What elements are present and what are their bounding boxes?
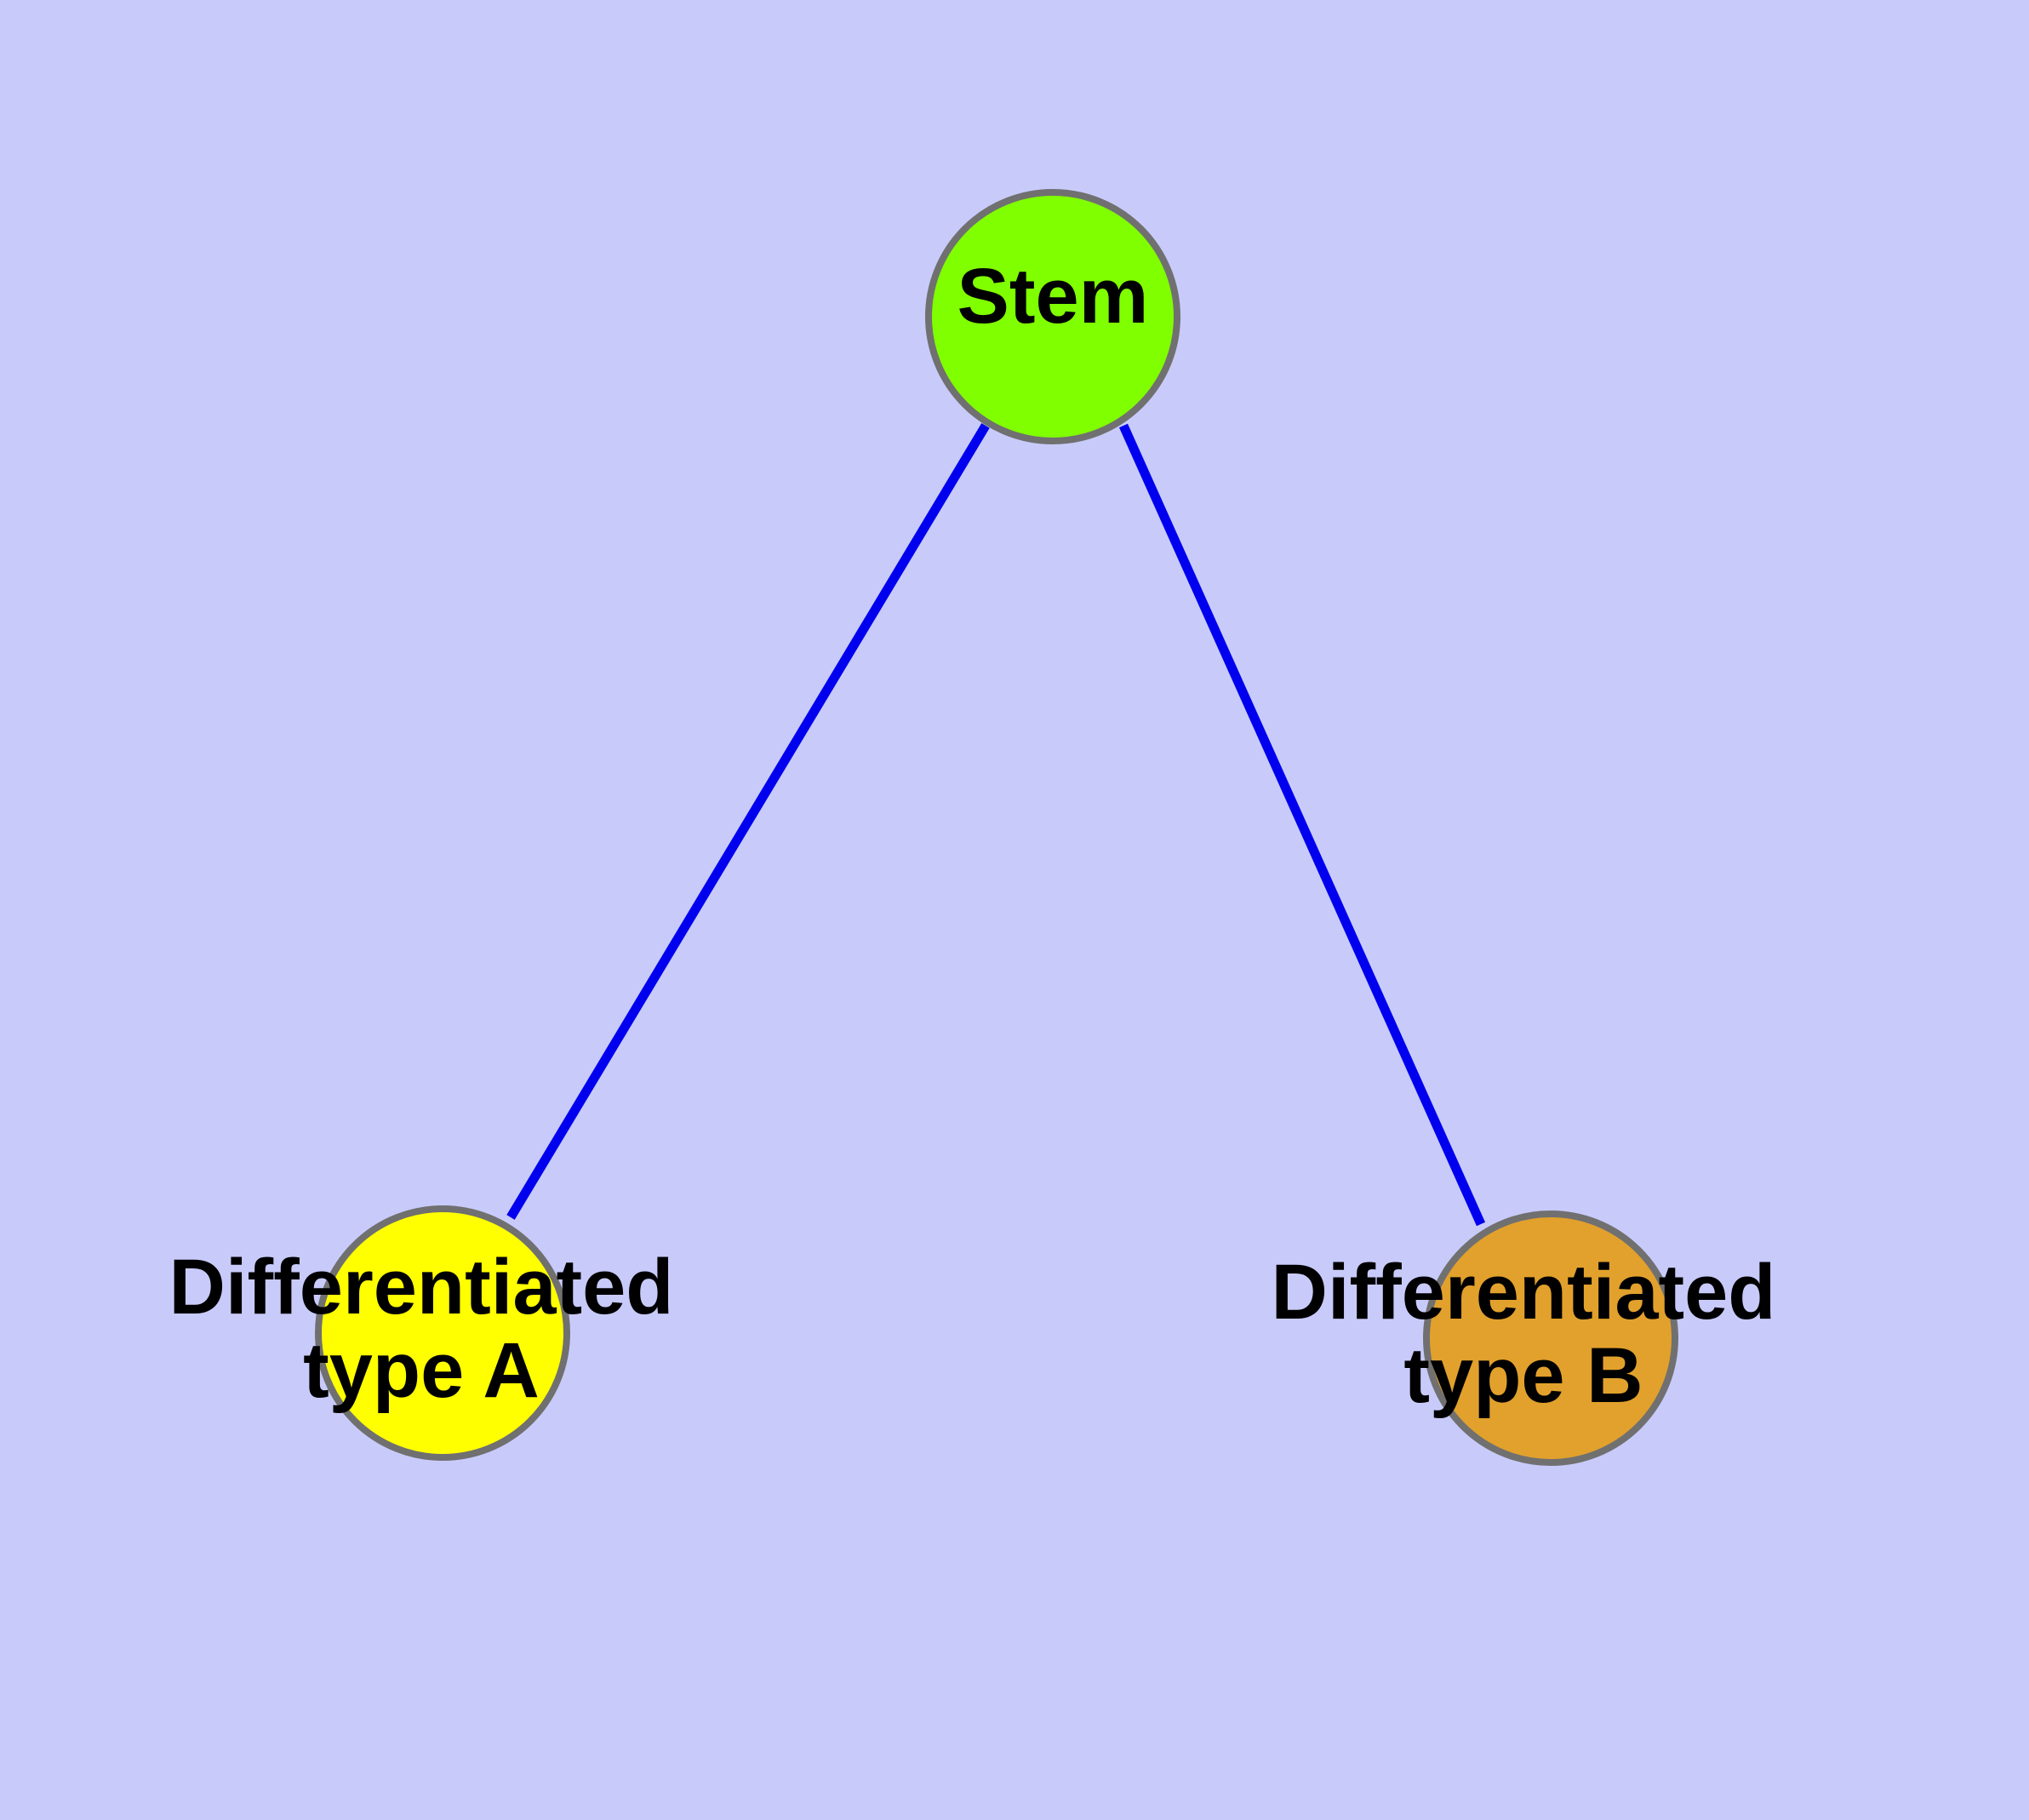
node-layer	[315, 189, 1678, 1466]
node-differentiated-type-b[interactable]	[1423, 1210, 1678, 1466]
edge-layer	[506, 423, 1486, 1227]
edge-stem-to-differentiated-type-b	[1118, 423, 1486, 1227]
node-differentiated-type-a[interactable]	[315, 1205, 570, 1461]
node-stem[interactable]	[925, 189, 1180, 444]
edge-stem-to-differentiated-type-a	[506, 423, 990, 1220]
